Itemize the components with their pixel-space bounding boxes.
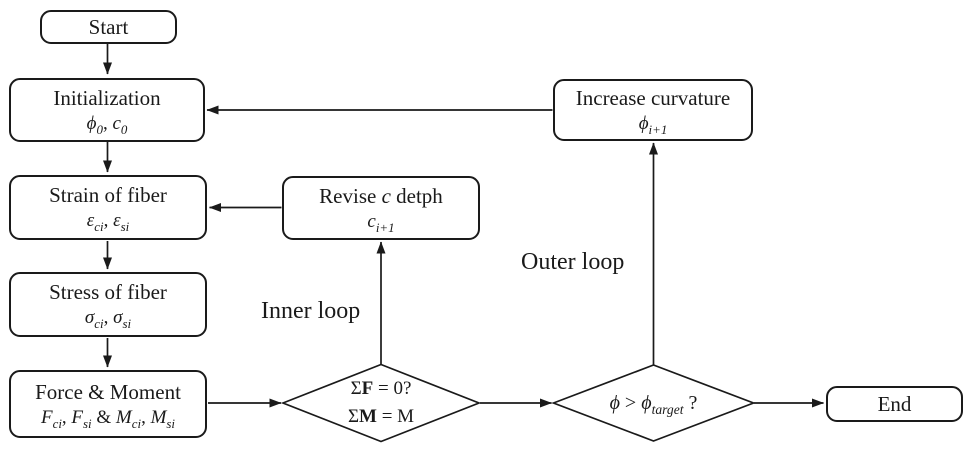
revise-variables: ci+1 bbox=[367, 210, 395, 235]
force-moment-variables: Fci, Fsi & Mci, Msi bbox=[40, 406, 176, 431]
initialization-variables: ϕ0, c0 bbox=[86, 112, 128, 137]
sum-f-condition: ΣF = 0? bbox=[350, 378, 412, 400]
curvature-check-decision-text: ϕ > ϕtarget ? bbox=[563, 385, 744, 421]
stress-title: Stress of fiber bbox=[49, 280, 167, 304]
decision-diamond-curvature-check bbox=[551, 364, 756, 442]
start-node: Start bbox=[40, 10, 177, 44]
force-moment-title: Force & Moment bbox=[35, 379, 181, 404]
revise-title: Revise c detph bbox=[319, 183, 443, 208]
revise-c-depth-node: Revise c detph ci+1 bbox=[282, 176, 480, 240]
sum-m-condition: ΣM = M bbox=[347, 406, 415, 427]
curvature-condition: ϕ > ϕtarget ? bbox=[609, 391, 698, 417]
initialization-node: Initialization ϕ0, c0 bbox=[9, 78, 205, 142]
strain-of-fiber-node: Strain of fiber εci, εsi bbox=[9, 175, 207, 240]
decision-diamond-force-balance bbox=[280, 363, 482, 443]
inner-loop-label: Inner loop bbox=[261, 298, 361, 324]
end-label: End bbox=[877, 391, 912, 416]
start-label: Start bbox=[88, 14, 129, 39]
stress-variables: σci, σsi bbox=[84, 307, 132, 331]
outer-loop-label: Outer loop bbox=[521, 249, 625, 275]
initialization-title: Initialization bbox=[53, 85, 161, 110]
strain-variables: εci, εsi bbox=[86, 210, 130, 234]
increase-curvature-variables: ϕi+1 bbox=[638, 112, 668, 137]
force-moment-node: Force & Moment Fci, Fsi & Mci, Msi bbox=[9, 370, 207, 438]
increase-curvature-node: Increase curvature ϕi+1 bbox=[553, 79, 753, 141]
force-balance-decision-text: ΣF = 0? ΣM = M bbox=[291, 367, 471, 439]
strain-title: Strain of fiber bbox=[49, 183, 167, 207]
stress-of-fiber-node: Stress of fiber σci, σsi bbox=[9, 272, 207, 337]
end-node: End bbox=[826, 386, 963, 422]
increase-curvature-title: Increase curvature bbox=[575, 85, 731, 110]
